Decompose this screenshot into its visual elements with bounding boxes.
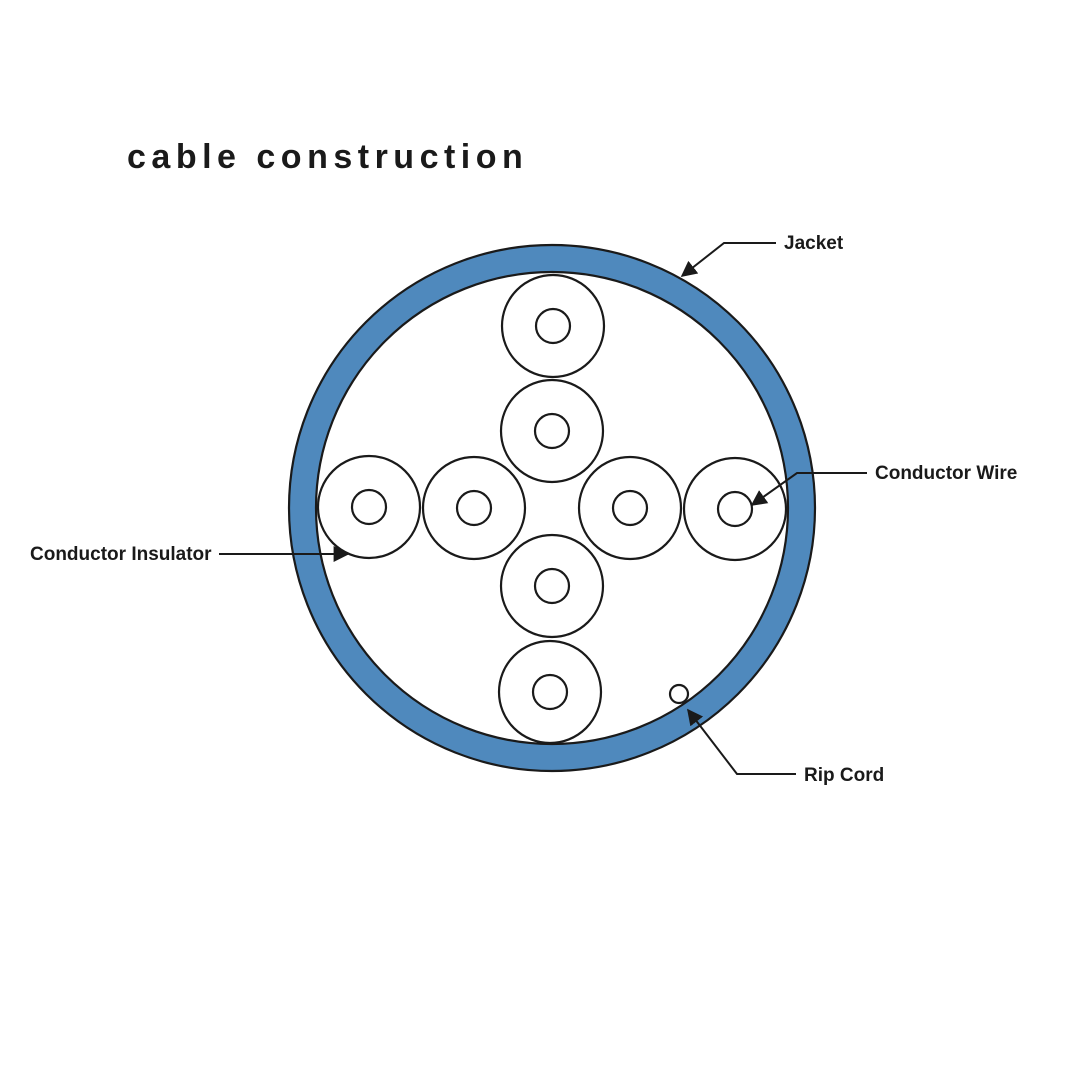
conductor <box>497 639 603 745</box>
conductor <box>500 273 606 379</box>
conductor <box>316 454 422 560</box>
jacket-outer-edge <box>287 243 817 773</box>
conductor-wire <box>350 488 388 526</box>
conductor <box>577 455 683 561</box>
conductor-wire-label: Conductor Wire <box>875 463 1018 484</box>
cable-jacket <box>289 245 815 771</box>
rip-cord-label: Rip Cord <box>804 765 885 786</box>
conductor <box>499 533 605 639</box>
conductor-wire <box>533 412 571 450</box>
conductor-wire-leader-line <box>750 472 867 506</box>
conductor <box>499 378 605 484</box>
conductor-wire <box>534 307 572 345</box>
conductor-wire <box>531 673 569 711</box>
conductor-wire <box>533 567 571 605</box>
conductor-insulator-label: Conductor Insulator <box>30 544 212 565</box>
jacket-label: Jacket <box>784 233 844 254</box>
page-title: cable construction <box>127 138 529 176</box>
conductor <box>421 455 527 561</box>
jacket-leader-line <box>680 242 776 277</box>
conductor-wire <box>611 489 649 527</box>
conductor <box>682 456 788 562</box>
conductor-wire <box>716 490 754 528</box>
conductor-wire <box>455 489 493 527</box>
rip-cord-leader-line <box>687 708 796 775</box>
rip-cord <box>668 683 690 705</box>
